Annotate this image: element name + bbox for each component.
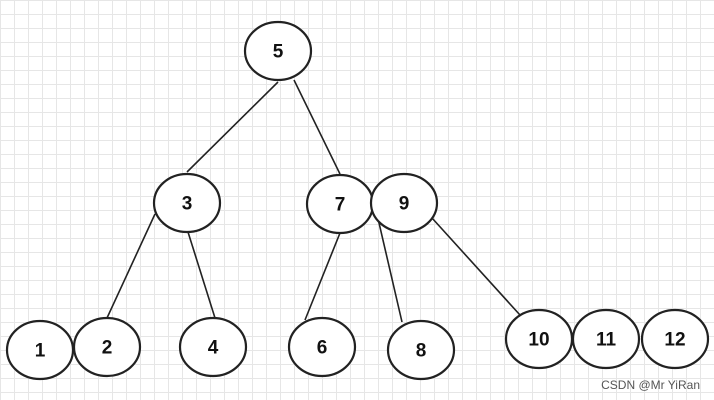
edge-9-8 (375, 209, 403, 323)
node-circle (5, 319, 75, 381)
node-label: 7 (335, 195, 346, 216)
tree-node-10: 10 (504, 308, 574, 370)
tree-node-6: 6 (287, 316, 357, 378)
node-label: 12 (664, 330, 685, 351)
tree-node-1: 1 (5, 319, 75, 381)
tree-node-4: 4 (178, 316, 248, 378)
node-circle (72, 316, 142, 378)
node-circle (243, 20, 313, 82)
node-label: 3 (182, 194, 193, 215)
node-label: 9 (399, 194, 410, 215)
tree-edges (106, 79, 521, 323)
node-label: 6 (317, 338, 328, 359)
tree-node-9: 9 (369, 172, 439, 234)
node-label: 8 (416, 341, 427, 362)
tree-node-2: 2 (72, 316, 142, 378)
edge-7-6 (304, 232, 341, 321)
node-label: 11 (596, 330, 617, 351)
edge-3-4 (187, 231, 216, 319)
node-circle (152, 172, 222, 234)
tree-node-7: 7 (305, 173, 375, 235)
tree-node-11: 11 (571, 308, 641, 370)
edge-5-7 (293, 79, 341, 175)
tree-node-3: 3 (152, 172, 222, 234)
node-circle (287, 316, 357, 378)
tree-node-12: 12 (640, 308, 710, 370)
node-label: 1 (35, 341, 46, 362)
node-circle (386, 319, 456, 381)
tree-node-5: 5 (243, 20, 313, 82)
node-circle (640, 308, 710, 370)
tree-node-8: 8 (386, 319, 456, 381)
node-circle (178, 316, 248, 378)
node-label: 4 (208, 338, 219, 359)
watermark: CSDN @Mr YiRan (601, 378, 700, 392)
node-label: 2 (102, 338, 113, 359)
edge-3-2 (106, 213, 156, 319)
node-label: 10 (528, 330, 549, 351)
edge-9-10 (431, 217, 521, 316)
node-circle (571, 308, 641, 370)
node-circle (369, 172, 439, 234)
node-label: 5 (273, 42, 284, 63)
edge-5-3 (186, 81, 279, 173)
